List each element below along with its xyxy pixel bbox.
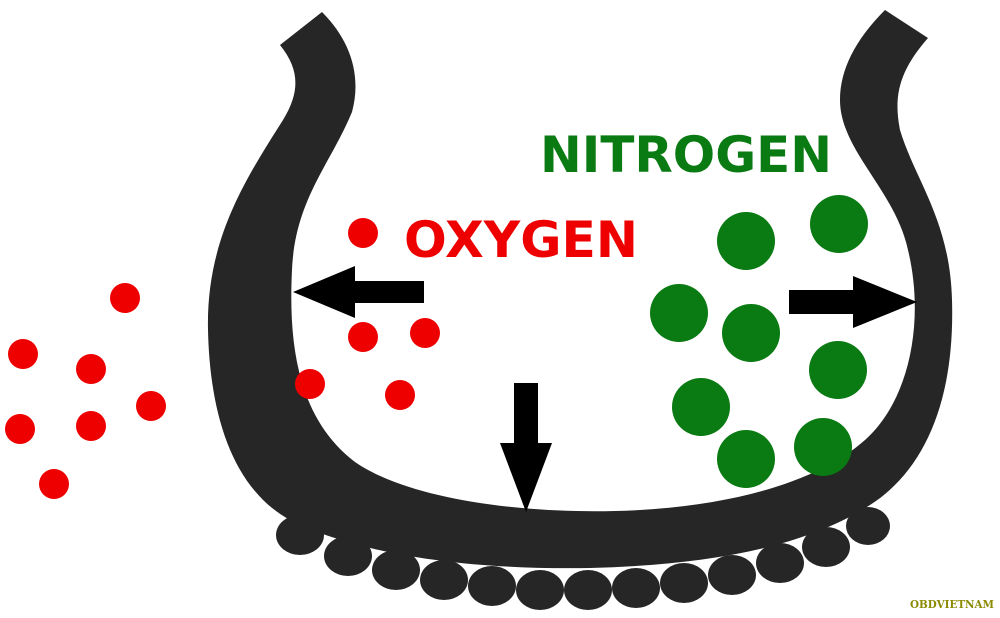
- tread-block: [660, 563, 708, 603]
- oxygen-molecule: [110, 283, 140, 313]
- tread-block: [708, 555, 756, 595]
- nitrogen-molecule: [810, 195, 868, 253]
- oxygen-molecules-outside: [5, 283, 166, 499]
- tread-block: [756, 543, 804, 583]
- nitrogen-molecule: [794, 418, 852, 476]
- tread-block: [564, 570, 612, 610]
- nitrogen-molecule: [809, 341, 867, 399]
- tread-block: [612, 568, 660, 608]
- tire-body: [207, 10, 953, 569]
- tire-cross-section: [207, 10, 953, 610]
- tread-block: [516, 570, 564, 610]
- nitrogen-molecules: [650, 195, 868, 488]
- oxygen-label: OXYGEN: [404, 211, 638, 269]
- oxygen-molecule: [385, 380, 415, 410]
- tread-block: [324, 536, 372, 576]
- nitrogen-molecule: [722, 304, 780, 362]
- oxygen-molecule: [8, 339, 38, 369]
- oxygen-molecule: [76, 411, 106, 441]
- watermark-logo: OBDVIETNAM: [910, 598, 994, 611]
- oxygen-molecule: [39, 469, 69, 499]
- tread-block: [372, 550, 420, 590]
- nitrogen-push-arrow: [789, 276, 917, 328]
- tread-block: [846, 507, 890, 545]
- tread-block: [802, 527, 850, 567]
- oxygen-molecule: [5, 414, 35, 444]
- tire-tread: [276, 507, 890, 610]
- arrows: [293, 266, 917, 512]
- nitrogen-label: NITROGEN: [540, 126, 832, 184]
- tread-block: [468, 566, 516, 606]
- tread-block: [420, 560, 468, 600]
- oxygen-molecule: [76, 354, 106, 384]
- nitrogen-molecule: [717, 212, 775, 270]
- oxygen-molecule: [348, 322, 378, 352]
- oxygen-molecule: [348, 218, 378, 248]
- oxygen-molecules-inside: [295, 218, 440, 410]
- oxygen-molecule: [295, 369, 325, 399]
- tread-block: [276, 515, 324, 555]
- oxygen-molecule: [136, 391, 166, 421]
- oxygen-molecule: [410, 318, 440, 348]
- oxygen-escape-arrow: [293, 266, 424, 318]
- downward-pressure-arrow: [500, 383, 552, 512]
- nitrogen-molecule: [672, 378, 730, 436]
- nitrogen-molecule: [717, 430, 775, 488]
- nitrogen-molecule: [650, 284, 708, 342]
